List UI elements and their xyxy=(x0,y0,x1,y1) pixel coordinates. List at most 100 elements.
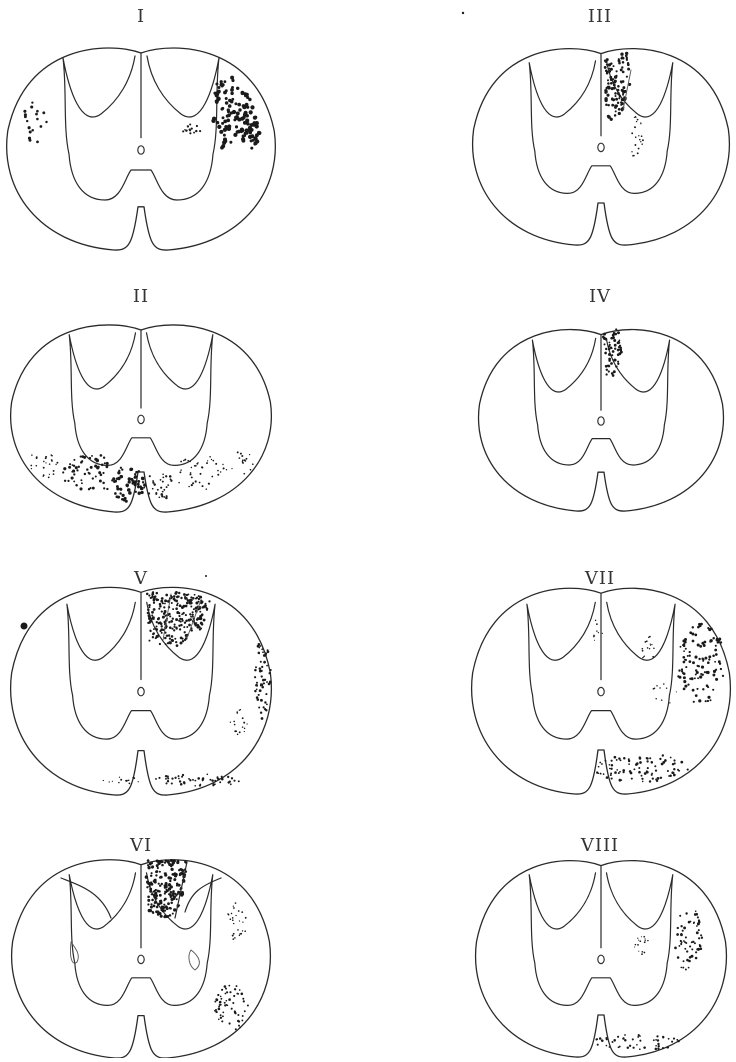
degeneration-dot xyxy=(613,87,616,90)
degeneration-dot xyxy=(177,860,180,863)
degeneration-dot xyxy=(621,102,624,105)
section-label-VII: VII xyxy=(585,568,615,589)
degeneration-dot xyxy=(260,683,262,685)
spinal-section-III xyxy=(473,49,730,245)
degeneration-dot xyxy=(259,667,262,670)
degeneration-dot xyxy=(233,133,237,137)
degeneration-dot xyxy=(623,771,625,773)
degeneration-dot xyxy=(242,921,243,922)
degeneration-dot xyxy=(698,929,700,931)
degeneration-dot xyxy=(153,632,155,634)
degeneration-dot xyxy=(263,661,266,664)
degeneration-dot xyxy=(153,602,155,604)
degeneration-dot xyxy=(208,483,210,485)
degeneration-dot xyxy=(94,465,97,468)
degeneration-dot xyxy=(266,665,268,667)
degeneration-dot xyxy=(639,139,641,141)
degeneration-dot xyxy=(113,480,116,483)
degeneration-dot xyxy=(147,622,149,624)
degeneration-dot xyxy=(626,76,628,78)
degeneration-dot xyxy=(615,110,617,112)
degeneration-dot xyxy=(610,337,613,340)
degeneration-dot xyxy=(151,893,153,895)
degeneration-dot xyxy=(652,656,654,658)
degeneration-dot xyxy=(165,594,168,597)
degeneration-dot xyxy=(80,479,82,481)
degeneration-dot xyxy=(120,475,124,479)
degeneration-dot xyxy=(670,757,672,759)
degeneration-dot xyxy=(682,967,684,969)
degeneration-dot xyxy=(673,768,675,770)
degeneration-dot xyxy=(601,763,603,765)
degeneration-dot xyxy=(181,606,184,609)
degeneration-dot xyxy=(266,681,268,683)
degeneration-dot xyxy=(217,125,221,129)
degeneration-dot xyxy=(128,477,131,480)
degeneration-dot xyxy=(103,780,104,781)
degeneration-dot xyxy=(95,475,97,477)
degeneration-dot xyxy=(686,950,688,952)
degeneration-dot xyxy=(104,462,106,464)
degeneration-dot xyxy=(147,895,150,898)
degeneration-dot xyxy=(615,98,618,101)
degeneration-dot xyxy=(221,107,224,110)
degeneration-dot xyxy=(604,60,607,63)
degeneration-dot xyxy=(627,63,630,66)
degeneration-dot xyxy=(179,780,181,782)
degeneration-dot xyxy=(707,696,710,699)
degeneration-dot xyxy=(159,871,161,873)
degeneration-dot xyxy=(162,481,164,483)
degeneration-dot xyxy=(198,624,200,626)
spinal-section-IV xyxy=(479,328,724,511)
degeneration-dot xyxy=(235,1028,237,1030)
degeneration-dot xyxy=(200,473,202,475)
degeneration-dot xyxy=(232,1002,234,1004)
degeneration-dot xyxy=(684,641,687,644)
degeneration-dot xyxy=(178,778,180,780)
degeneration-dot xyxy=(189,473,191,475)
degeneration-dot xyxy=(639,1040,641,1042)
degeneration-dot xyxy=(708,658,710,660)
degeneration-dot xyxy=(161,611,163,613)
degeneration-dot xyxy=(230,88,234,92)
degeneration-dot xyxy=(168,876,171,879)
degeneration-dot xyxy=(134,476,137,479)
degeneration-dot xyxy=(617,331,620,334)
degeneration-dot xyxy=(154,881,157,884)
degeneration-dot xyxy=(135,491,137,493)
central-canal xyxy=(598,143,604,151)
degeneration-dot xyxy=(689,678,691,680)
degeneration-dot xyxy=(238,108,241,111)
degeneration-dot xyxy=(682,930,684,932)
degeneration-dot xyxy=(163,884,165,886)
degeneration-dot xyxy=(149,883,152,886)
degeneration-dot xyxy=(680,761,683,764)
degeneration-dot xyxy=(168,893,170,895)
degeneration-dot xyxy=(176,893,178,895)
degeneration-dot xyxy=(683,680,686,683)
degeneration-dot xyxy=(226,469,227,470)
degeneration-dot xyxy=(199,482,201,484)
degeneration-dot xyxy=(184,639,186,641)
degeneration-dot xyxy=(612,1041,614,1043)
degeneration-dot xyxy=(84,473,86,475)
degeneration-dot xyxy=(191,476,193,478)
degeneration-dot xyxy=(222,1015,224,1017)
degeneration-dot xyxy=(179,618,181,620)
degeneration-dot xyxy=(178,592,180,594)
degeneration-dot xyxy=(214,1010,216,1012)
degeneration-dot xyxy=(217,470,219,472)
degeneration-dot xyxy=(137,470,140,473)
degeneration-dot xyxy=(159,894,162,897)
degeneration-dot xyxy=(261,666,263,668)
degeneration-dot xyxy=(160,479,162,481)
degeneration-dot xyxy=(624,1034,626,1036)
degeneration-dot xyxy=(201,467,203,469)
degeneration-dot xyxy=(605,373,607,375)
degeneration-dot xyxy=(195,607,197,609)
degeneration-dot xyxy=(173,595,176,598)
degeneration-dot xyxy=(712,674,715,677)
degeneration-dot xyxy=(680,943,682,945)
degeneration-dot xyxy=(160,915,163,918)
